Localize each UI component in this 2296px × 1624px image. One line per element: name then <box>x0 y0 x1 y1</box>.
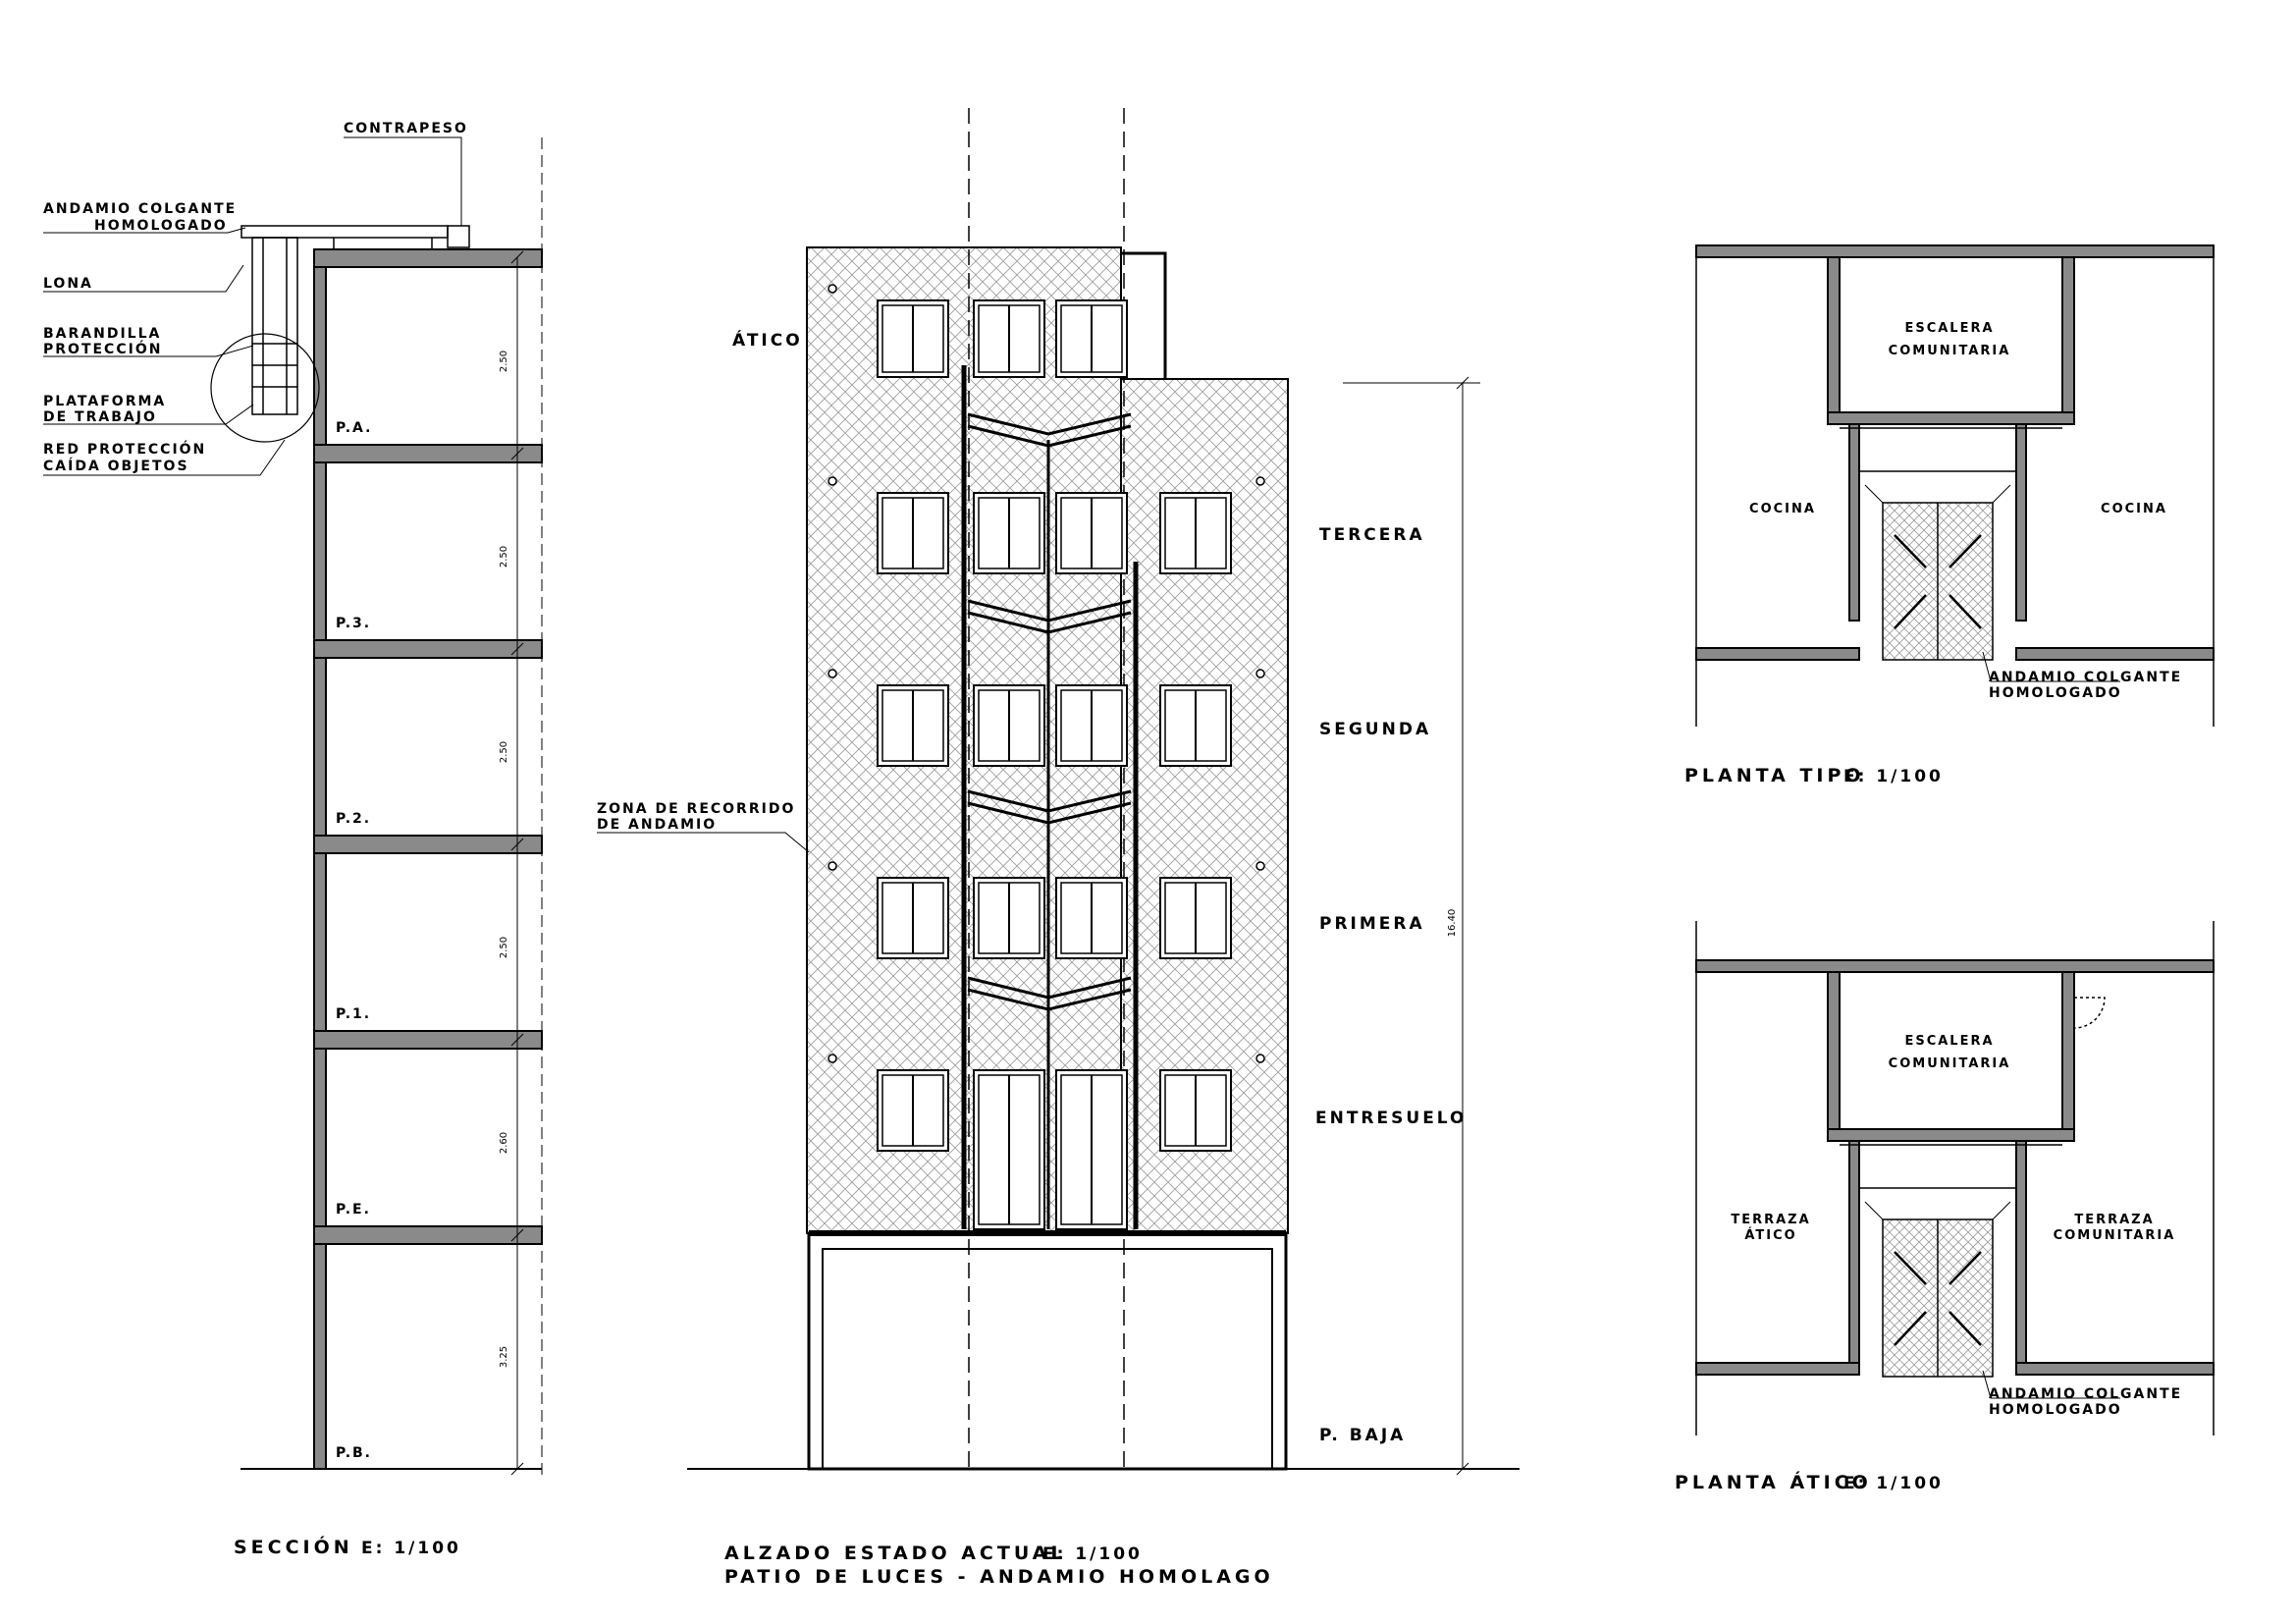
level-label-pe: P.E. <box>336 1202 371 1218</box>
plan-tipo-scaffold-1: ANDAMIO COLGANTE <box>1989 670 2182 685</box>
plan-atico-title: PLANTA ÁTICO <box>1675 1471 1872 1493</box>
zone-label-2: DE ANDAMIO <box>597 817 717 833</box>
plan-tipo-title: PLANTA TIPO <box>1684 765 1865 786</box>
level-label-pa: P.A. <box>336 420 372 436</box>
level-label-pb: P.B. <box>336 1445 372 1461</box>
elevation-drawing: 16.40 ÁTICO TERCERA SEGUNDA PRIMERA ENTR… <box>597 108 1520 1588</box>
label-net-1: RED PROTECCIÓN <box>43 440 206 458</box>
elevation-windows <box>877 299 1232 1230</box>
label-canvas: LONA <box>43 276 93 292</box>
floor-label-segunda: SEGUNDA <box>1319 720 1431 739</box>
label-hanging-scaffold-2: HOMOLOGADO <box>94 218 228 234</box>
plan-atico-scale: E: 1/100 <box>1843 1474 1944 1493</box>
section-dim-5: 2.60 <box>499 1132 509 1154</box>
level-label-p1: P.1. <box>336 1006 371 1022</box>
plan-atico-stair-1: ESCALERA <box>1904 1034 1994 1049</box>
section-dim-4: 2.50 <box>499 937 509 958</box>
label-counterweight: CONTRAPESO <box>344 121 468 136</box>
plan-tipo-stair-2: COMUNITARIA <box>1889 344 2011 358</box>
floor-label-atico: ÁTICO <box>732 329 803 351</box>
floor-label-tercera: TERCERA <box>1319 525 1425 545</box>
floor-label-primera: PRIMERA <box>1319 914 1425 934</box>
elevation-scale: E: 1/100 <box>1042 1544 1143 1564</box>
label-platform-1: PLATAFORMA <box>43 394 166 409</box>
label-railing-2: PROTECCIÓN <box>43 340 162 357</box>
floor-label-p-baja: P. BAJA <box>1319 1426 1406 1445</box>
floor-label-entresuelo: ENTRESUELO <box>1315 1109 1467 1128</box>
section-scale: E: 1/100 <box>361 1539 461 1558</box>
label-net-2: CAÍDA OBJETOS <box>43 458 189 474</box>
label-platform-2: DE TRABAJO <box>43 409 157 425</box>
level-label-p2: P.2. <box>336 811 371 827</box>
plan-tipo-scale: E: 1/100 <box>1843 767 1944 786</box>
plan-typical: ESCALERA COMUNITARIA COCINA COCINA ANDAM… <box>1684 244 2215 786</box>
plan-atico-scaffold-2: HOMOLOGADO <box>1989 1402 2122 1418</box>
plan-tipo-stair-1: ESCALERA <box>1904 321 1994 336</box>
level-label-p3: P.3. <box>336 616 371 631</box>
section-dim-6: 3.25 <box>499 1346 509 1368</box>
section-dim-3: 2.50 <box>499 741 509 763</box>
plan-atico-scaffold-1: ANDAMIO COLGANTE <box>1989 1386 2182 1402</box>
label-hanging-scaffold-1: ANDAMIO COLGANTE <box>43 201 237 217</box>
plan-tipo-left-room: COCINA <box>1749 502 1816 516</box>
plan-atico-stair-2: COMUNITARIA <box>1889 1056 2011 1071</box>
section-title: SECCIÓN <box>234 1535 353 1558</box>
section-dim-2: 2.50 <box>499 546 509 568</box>
label-railing-1: BARANDILLA <box>43 326 161 342</box>
plan-tipo-right-room: COCINA <box>2101 502 2167 516</box>
section-drawing: 2.50 2.50 2.50 2.50 2.60 3.25 P.A. P.3. … <box>43 121 543 1558</box>
plan-atico-left-room-1: TERRAZA <box>1731 1213 1810 1227</box>
section-dim-1: 2.50 <box>499 351 509 372</box>
hanging-scaffold-detail <box>210 225 470 443</box>
elevation-total-dim: 16.40 <box>1447 909 1458 938</box>
plan-atico-left-room-2: ÁTICO <box>1744 1227 1796 1243</box>
plan-atico-right-room-2: COMUNITARIA <box>2054 1228 2176 1243</box>
elevation-subtitle: PATIO DE LUCES - ANDAMIO HOMOLAGO <box>724 1566 1274 1588</box>
plan-attic: ESCALERA COMUNITARIA TERRAZA ÁTICO TERRA… <box>1675 921 2215 1493</box>
plan-tipo-scaffold-2: HOMOLOGADO <box>1989 685 2122 701</box>
plan-atico-right-room-1: TERRAZA <box>2074 1213 2154 1227</box>
zone-label-1: ZONA DE RECORRIDO <box>597 801 795 817</box>
elevation-title: ALZADO ESTADO ACTUAL <box>724 1543 1067 1564</box>
